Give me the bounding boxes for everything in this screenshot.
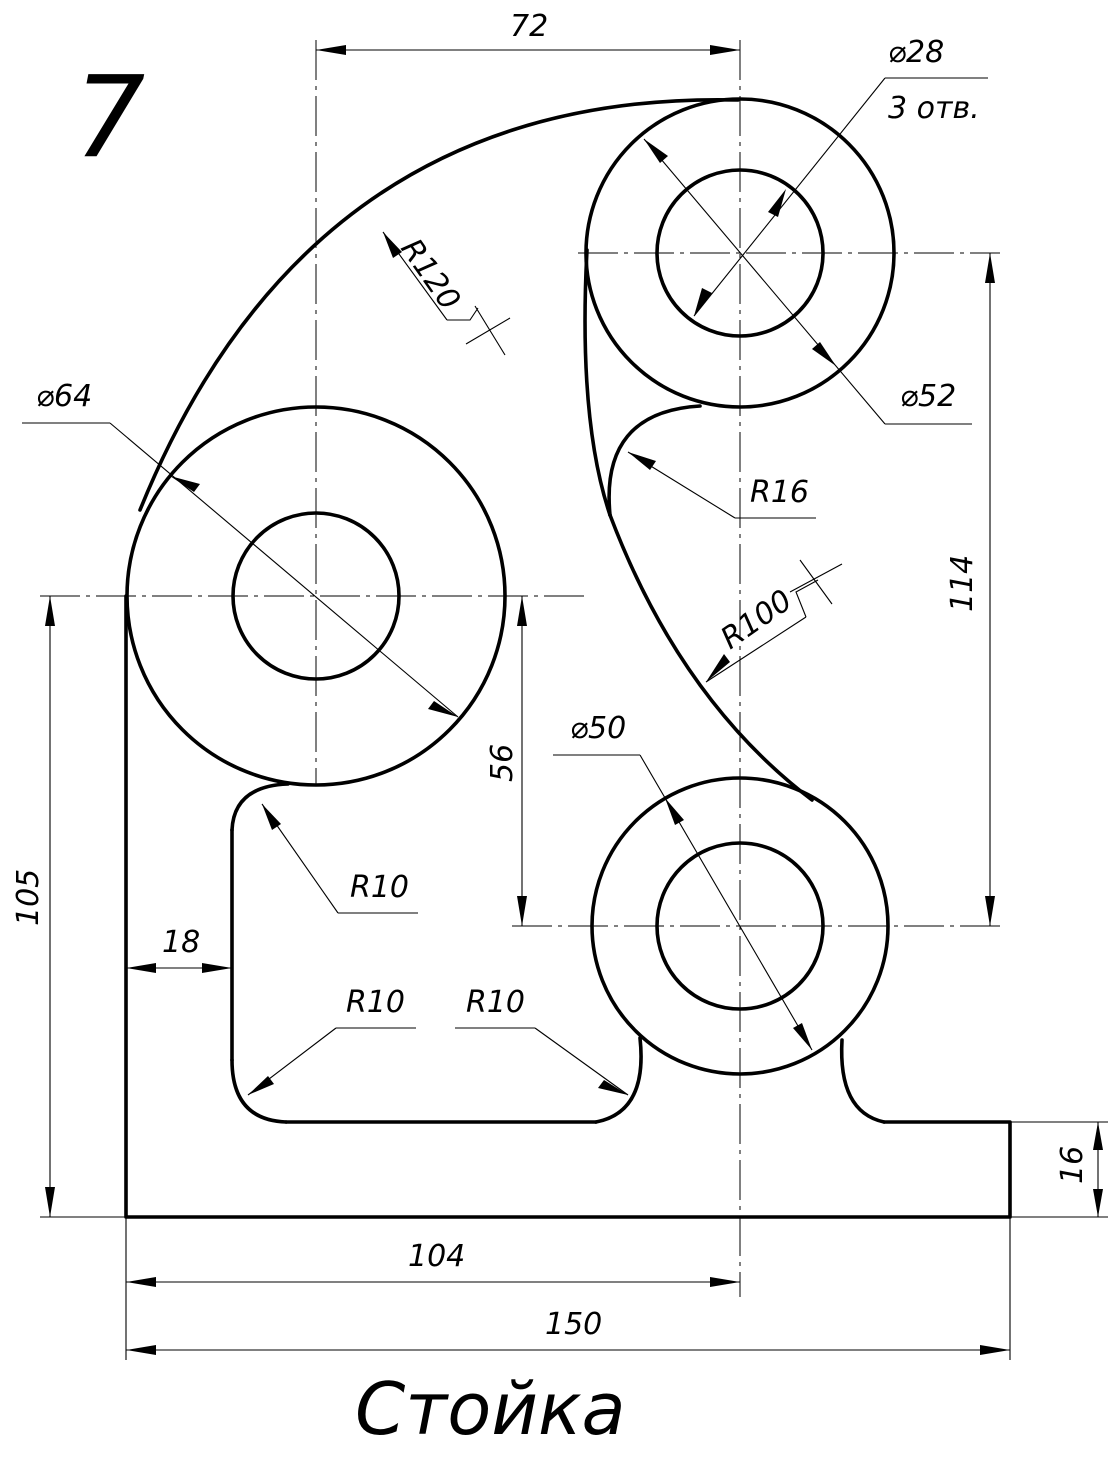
dim-r10-right-leader	[534, 1027, 629, 1096]
fillet-slot-bottom-left	[230, 1058, 288, 1124]
outer-arc-r120	[138, 98, 740, 512]
dim-105-arrow-top	[45, 596, 55, 626]
dim-16-arrow-top	[1093, 1122, 1103, 1150]
dim-r120-arrow	[383, 232, 402, 258]
dim-r100-arrow	[706, 654, 730, 682]
dim-104-arrow-left	[126, 1277, 156, 1287]
dim-56-arrow-top	[517, 596, 527, 626]
dim-r120-label: R120	[393, 233, 466, 317]
dim-d28-leader	[693, 77, 886, 317]
dim-d28-label: ⌀28	[888, 35, 944, 70]
dim-104-arrow-right	[710, 1277, 740, 1287]
dim-r120-cross-a	[465, 317, 511, 345]
dim-d64-arrow-lower	[428, 701, 458, 717]
dim-114-arrow-bottom	[985, 896, 995, 926]
dim-150-label: 150	[545, 1307, 602, 1342]
dim-d64-label: ⌀64	[36, 379, 92, 414]
fillet-r16	[607, 404, 702, 517]
dim-d52-label: ⌀52	[900, 379, 956, 414]
dim-150-arrow-right	[980, 1345, 1010, 1355]
dim-r10-right-arrow	[598, 1080, 628, 1095]
sheet-number: 7	[74, 53, 145, 183]
dim-r120-cross-b	[474, 305, 506, 356]
dim-r100-label: R100	[715, 583, 799, 656]
dim-r10-top-label: R10	[350, 870, 409, 905]
drawing-title: Стойка	[355, 1367, 626, 1451]
dim-56-label: 56	[485, 744, 520, 782]
dim-18-label: 18	[162, 925, 200, 960]
dim-114-arrow-top	[985, 253, 995, 283]
dim-d64-arrow-upper	[170, 476, 200, 492]
dim-104-label: 104	[408, 1239, 465, 1274]
dim-d28-arrow-lower	[694, 288, 712, 316]
dim-18-arrow-left	[126, 963, 156, 973]
dim-72-arrow-right	[710, 45, 740, 55]
dim-105-label: 105	[11, 869, 46, 926]
dim-r100-cross-b	[789, 563, 843, 593]
dim-d28-note: 3 отв.	[888, 91, 980, 126]
fillet-slot-top-left	[230, 782, 290, 832]
dim-16-arrow-bottom	[1093, 1189, 1103, 1217]
dim-r16-arrow	[628, 452, 656, 470]
dim-r100-leader	[705, 616, 807, 683]
dim-r10-left-arrow	[248, 1076, 274, 1095]
inner-arc-r100	[608, 513, 814, 802]
fillet-right-of-lower-boss	[839, 1038, 886, 1124]
dim-r16-label: R16	[750, 475, 809, 510]
dim-105-arrow-bottom	[45, 1187, 55, 1217]
base-plate-outline	[124, 594, 1012, 1219]
dim-r120-shelf	[447, 307, 479, 321]
dim-r10-right-label: R10	[466, 985, 525, 1020]
dim-d50-label: ⌀50	[570, 711, 626, 746]
dim-r100-cross-a	[799, 559, 833, 605]
center-lines	[40, 40, 1000, 1297]
dim-72-label: 72	[510, 9, 548, 44]
dim-d50-arrow-upper	[665, 798, 684, 825]
dimensions: 72 ⌀28 3 отв. R120 ⌀64 ⌀52 R16	[11, 9, 1108, 1360]
dim-56-arrow-bottom	[517, 896, 527, 926]
dim-r10-left-label: R10	[346, 985, 405, 1020]
fillet-slot-bottom-right	[594, 1036, 643, 1124]
dim-d52-arrow-lower	[812, 342, 836, 366]
dim-150-arrow-left	[126, 1345, 156, 1355]
dim-18-arrow-right	[202, 963, 232, 973]
dim-r10-top-arrow	[262, 804, 281, 830]
inner-arc-left-of-top-boss	[583, 248, 612, 517]
dim-d52-arrow-upper	[644, 139, 668, 163]
dim-114-label: 114	[945, 555, 980, 612]
dim-d28-arrow-upper	[768, 189, 786, 217]
dim-d50-arrow-lower	[793, 1023, 812, 1050]
dim-d64-leader	[109, 422, 459, 718]
part-outline	[124, 97, 1012, 1219]
dim-r100-shelf	[795, 579, 819, 618]
dim-d52-leader	[643, 138, 886, 425]
dim-72-arrow-left	[316, 45, 346, 55]
dim-16-label: 16	[1055, 1146, 1090, 1184]
